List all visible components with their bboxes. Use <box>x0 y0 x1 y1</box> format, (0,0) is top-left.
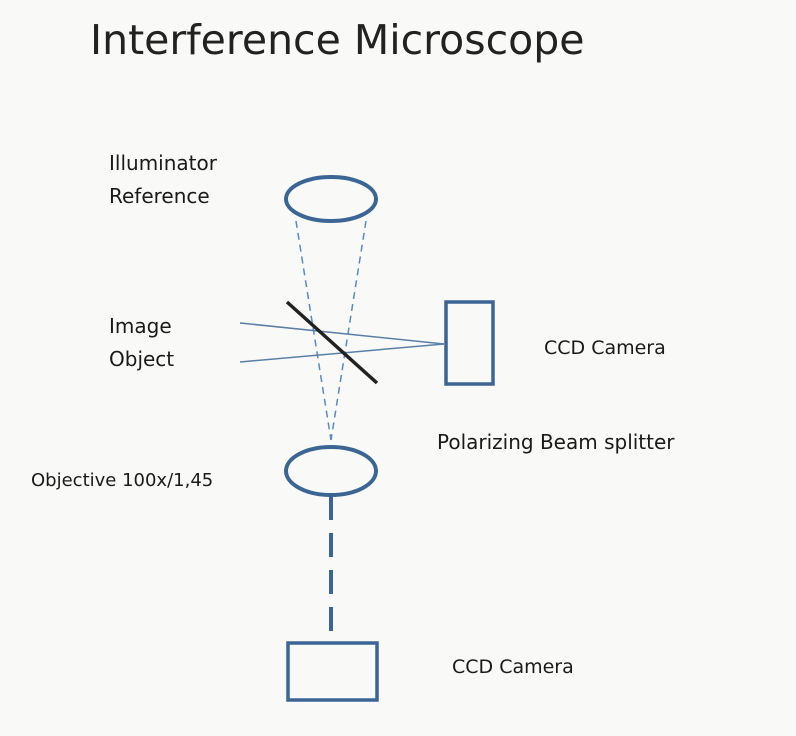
object-label: Object <box>109 347 175 371</box>
bottom-ccd-camera-label: CCD Camera <box>452 656 574 678</box>
beam-splitter-label: Polarizing Beam splitter <box>437 430 675 454</box>
reference-label: Reference <box>109 184 210 208</box>
diagram-title: Interference Microscope <box>90 16 585 64</box>
polarizing-beam-splitter <box>285 300 379 385</box>
objective-lens <box>284 445 378 497</box>
side-ccd-camera <box>444 300 495 386</box>
objective-label: Objective 100x/1,45 <box>31 470 214 491</box>
side-ccd-camera-label: CCD Camera <box>544 337 666 359</box>
reference-lens <box>284 175 378 223</box>
bottom-ccd-camera <box>286 641 379 702</box>
cone-ray-right <box>330 220 367 441</box>
illuminator-label: Illuminator <box>109 151 217 175</box>
image-label: Image <box>109 314 172 338</box>
image-ray <box>239 322 445 345</box>
